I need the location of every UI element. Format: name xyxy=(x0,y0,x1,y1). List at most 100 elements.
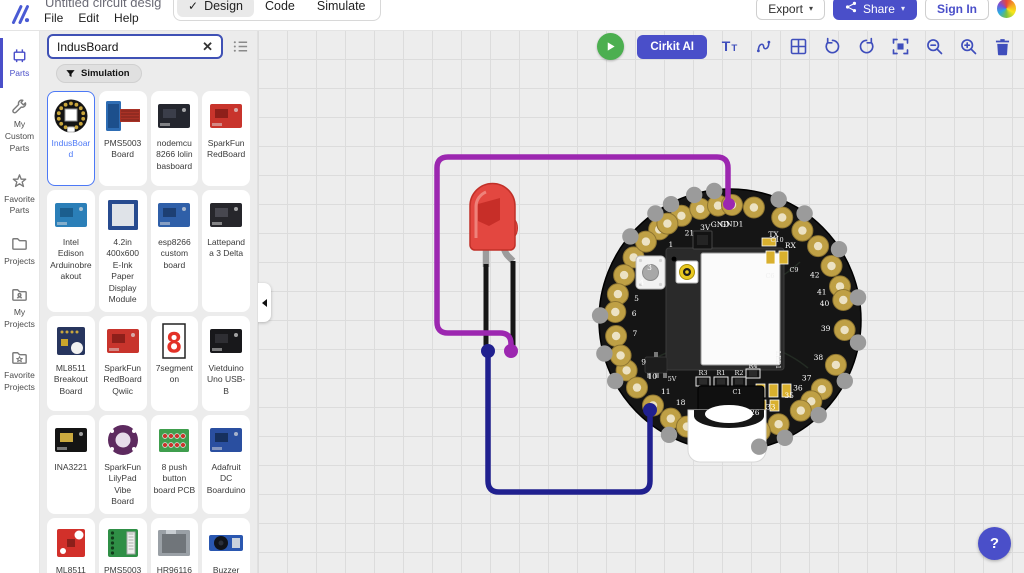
wire-junction[interactable] xyxy=(504,344,518,358)
part-card[interactable]: Buzzer xyxy=(202,517,250,573)
sidebar-item-parts[interactable]: Parts xyxy=(0,38,39,88)
part-card[interactable]: 4.2in 400x600 E-Ink Paper Display Module xyxy=(98,190,147,312)
part-card[interactable]: SparkFun RedBoard Qwiic xyxy=(98,315,147,411)
zoom-in-button[interactable] xyxy=(958,36,979,57)
start-simulation-button[interactable] xyxy=(597,33,625,60)
board-pin-label: 26 xyxy=(750,408,760,417)
board-pin-dot[interactable] xyxy=(686,186,703,204)
board-pin-dot[interactable] xyxy=(796,205,813,222)
rotate-cw-button[interactable] xyxy=(856,36,877,57)
sidebar-item-projects[interactable]: Projects xyxy=(0,234,39,268)
zoom-out-button[interactable] xyxy=(924,36,945,57)
part-label: PMS5003 xyxy=(103,564,142,573)
part-card[interactable]: Lattepanda 3 Delta xyxy=(202,190,250,312)
sidebar-item-fav-projects[interactable]: Favorite Projects xyxy=(0,348,39,394)
board-pin-dot[interactable] xyxy=(647,205,664,222)
wire-junction[interactable] xyxy=(481,344,495,358)
part-thumbnail xyxy=(154,195,194,235)
export-button[interactable]: Export ▾ xyxy=(756,0,825,20)
collapse-panel-handle[interactable] xyxy=(258,283,271,322)
board-pin-dot[interactable] xyxy=(830,241,848,258)
sign-in-button[interactable]: Sign In xyxy=(925,0,989,20)
tab-code[interactable]: Code xyxy=(264,0,295,13)
svg-text:T: T xyxy=(731,43,737,54)
board-pin-label: 33 xyxy=(766,403,776,412)
wire-junction[interactable] xyxy=(723,198,735,210)
part-card[interactable]: Intel Edison Arduinobreakout xyxy=(47,190,95,312)
tab-design[interactable]: ✓Design xyxy=(177,0,254,17)
board-pin-dot[interactable] xyxy=(622,228,639,245)
board-pin-dot[interactable] xyxy=(607,372,624,390)
share-button[interactable]: Share ▾ xyxy=(832,0,917,20)
board-silk-label: R3 xyxy=(698,369,707,377)
menu-help[interactable]: Help xyxy=(114,11,139,25)
part-card[interactable]: SparkFun RedBoard xyxy=(202,91,250,186)
board-pin-label: 5 xyxy=(634,294,639,303)
menu-file[interactable]: File xyxy=(44,11,64,25)
board-pin-dot[interactable] xyxy=(596,345,613,362)
search-input[interactable] xyxy=(57,39,203,54)
wire-tool-button[interactable] xyxy=(754,36,775,57)
part-card[interactable]: Vietduino Uno USB-B xyxy=(202,315,250,411)
sidebar-item-my-projects[interactable]: My Projects xyxy=(0,285,39,331)
board-pin-dot[interactable] xyxy=(660,426,678,443)
part-card[interactable]: IndusBoard xyxy=(47,91,95,186)
tab-simulate[interactable]: Simulate xyxy=(316,0,366,13)
board-pin-dot[interactable] xyxy=(849,289,867,306)
sidebar-item-custom-parts[interactable]: My Custom Parts xyxy=(0,97,39,155)
board-pin-dot[interactable] xyxy=(591,307,609,324)
part-card[interactable]: HR96116 xyxy=(150,517,199,573)
color-wheel-icon[interactable] xyxy=(997,0,1016,18)
fit-view-button[interactable] xyxy=(890,36,911,57)
board-pin-dot[interactable] xyxy=(849,334,867,351)
board-pin-dot[interactable] xyxy=(836,372,853,390)
my-projects-icon xyxy=(10,285,29,304)
wire-cathode[interactable] xyxy=(485,348,653,495)
part-thumbnail xyxy=(51,420,91,460)
board-pin-dot[interactable] xyxy=(810,406,827,424)
part-card[interactable]: nodemcu 8266 lolin basboard xyxy=(150,91,199,186)
wire-junction[interactable] xyxy=(643,403,657,417)
part-card[interactable]: PMS5003 xyxy=(98,517,147,573)
sidebar-item-label: Projects xyxy=(4,256,35,267)
board-pin-dot[interactable] xyxy=(751,438,768,455)
board-button xyxy=(635,255,666,290)
antenna-connector xyxy=(675,260,699,284)
board-pin-label: 9 xyxy=(641,358,646,367)
rotate-ccw-button[interactable] xyxy=(822,36,843,57)
board-pin-dot[interactable] xyxy=(662,196,680,213)
part-label: 7segment on xyxy=(155,362,194,385)
part-card[interactable]: ML8511 xyxy=(47,517,95,573)
clear-search-icon[interactable]: ✕ xyxy=(202,38,213,54)
part-label: Lattepanda 3 Delta xyxy=(207,237,246,259)
board-pin-label: 36 xyxy=(793,383,803,392)
list-view-icon[interactable] xyxy=(232,38,249,55)
part-card[interactable]: 8 push button board PCB xyxy=(150,414,199,514)
menu-edit[interactable]: Edit xyxy=(78,11,100,25)
part-card[interactable]: Adafruit DC Boarduino xyxy=(202,414,250,514)
share-icon xyxy=(845,1,857,16)
part-card[interactable]: PMS5003 Board xyxy=(98,91,147,186)
grid-tool-button[interactable] xyxy=(788,36,809,57)
board-pin-dot[interactable] xyxy=(706,182,723,200)
board-pin-dot[interactable] xyxy=(776,429,794,446)
funnel-icon xyxy=(66,70,75,77)
help-button[interactable]: ? xyxy=(978,527,1011,560)
part-card[interactable]: SparkFun LilyPad Vibe Board xyxy=(98,414,147,514)
simulation-filter-chip[interactable]: Simulation xyxy=(56,64,142,83)
cirkit-ai-button[interactable]: Cirkit AI xyxy=(637,34,707,59)
part-card[interactable]: ML8511 Breakout Board xyxy=(47,315,95,411)
board-pin-dot[interactable] xyxy=(770,191,787,208)
part-card[interactable]: INA3221 xyxy=(47,414,95,514)
wire-anode[interactable] xyxy=(434,154,731,354)
sidebar-item-fav-parts[interactable]: Favorite Parts xyxy=(0,172,39,218)
part-card[interactable]: esp8266 custom board xyxy=(150,190,199,312)
delete-button[interactable] xyxy=(992,36,1013,57)
led-component[interactable] xyxy=(469,182,518,352)
part-label: SparkFun RedBoard xyxy=(206,138,246,160)
board-silk-label: 5V xyxy=(668,375,677,383)
